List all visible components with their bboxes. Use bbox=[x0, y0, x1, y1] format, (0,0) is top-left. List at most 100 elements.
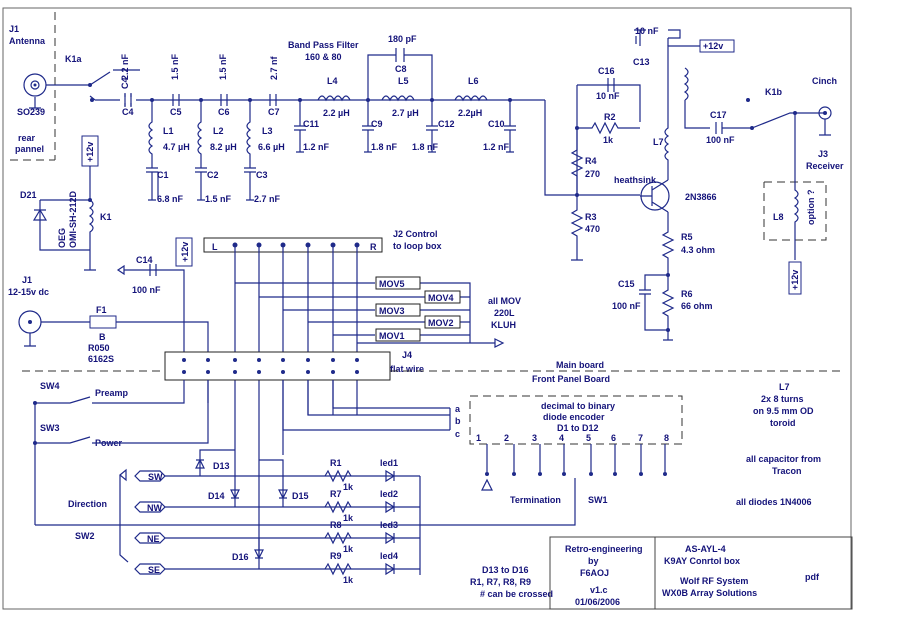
svg-text:Termination: Termination bbox=[510, 495, 561, 505]
svg-text:6.8 nF: 6.8 nF bbox=[157, 194, 184, 204]
svg-text:D21: D21 bbox=[20, 190, 37, 200]
svg-text:1: 1 bbox=[476, 433, 481, 443]
svg-text:C15: C15 bbox=[618, 279, 635, 289]
svg-text:decimal to binary: decimal to binary bbox=[541, 401, 615, 411]
svg-text:MOV3: MOV3 bbox=[379, 306, 405, 316]
svg-text:D16: D16 bbox=[232, 552, 249, 562]
svg-text:180 pF: 180 pF bbox=[388, 34, 417, 44]
svg-text:C7: C7 bbox=[268, 107, 280, 117]
svg-text:1.2 nF: 1.2 nF bbox=[483, 142, 510, 152]
svg-text:D13: D13 bbox=[213, 461, 230, 471]
svg-text:D15: D15 bbox=[292, 491, 309, 501]
svg-text:+12v: +12v bbox=[703, 41, 723, 51]
direction-diodes: D13 D14 D15 D16 bbox=[165, 449, 421, 575]
svg-text:L1: L1 bbox=[163, 126, 174, 136]
svg-text:2N3866: 2N3866 bbox=[685, 192, 717, 202]
svg-text:10 nF: 10 nF bbox=[596, 91, 620, 101]
svg-text:1k: 1k bbox=[343, 575, 354, 585]
svg-text:R6: R6 bbox=[681, 289, 693, 299]
svg-text:160 & 80: 160 & 80 bbox=[305, 52, 342, 62]
svg-text:L6: L6 bbox=[468, 76, 479, 86]
svg-text:Direction: Direction bbox=[68, 499, 107, 509]
relay-k1: +12v D21 K1 OEG OMI-SH-212D bbox=[20, 135, 112, 271]
filter-components: C4 C4 2.2 nF C5 1.5 nF C6 1.5 nF C7 2.7 … bbox=[120, 34, 516, 204]
svg-text:R1, R7, R8, R9: R1, R7, R8, R9 bbox=[470, 577, 531, 587]
main-board-label: Main board bbox=[556, 360, 604, 370]
svg-text:diode encoder: diode encoder bbox=[543, 412, 605, 422]
svg-text:7: 7 bbox=[638, 433, 643, 443]
svg-text:R: R bbox=[370, 242, 377, 252]
svg-text:AS-AYL-4: AS-AYL-4 bbox=[685, 544, 726, 554]
svg-text:R5: R5 bbox=[681, 232, 693, 242]
svg-text:to loop box: to loop box bbox=[393, 241, 442, 251]
svg-text:R050: R050 bbox=[88, 343, 110, 353]
svg-text:J4: J4 bbox=[402, 350, 412, 360]
power-input: J1 12-15v dc F1 B R050 6162S C14 100 nF … bbox=[8, 237, 209, 403]
svg-text:F6AOJ: F6AOJ bbox=[580, 568, 609, 578]
svg-text:OEG: OEG bbox=[57, 228, 67, 248]
svg-text:1.2 nF: 1.2 nF bbox=[303, 142, 330, 152]
svg-text:flat wire: flat wire bbox=[390, 364, 424, 374]
svg-text:01/06/2006: 01/06/2006 bbox=[575, 597, 620, 607]
svg-text:L5: L5 bbox=[398, 76, 409, 86]
svg-text:C4: C4 bbox=[120, 77, 130, 89]
svg-text:led3: led3 bbox=[380, 520, 398, 530]
svg-text:Cinch: Cinch bbox=[812, 76, 837, 86]
svg-text:C3: C3 bbox=[256, 170, 268, 180]
svg-text:B: B bbox=[99, 332, 106, 342]
svg-text:all capacitor from: all capacitor from bbox=[746, 454, 821, 464]
receiver-output: K1b Cinch J3 Receiver L8 option ? +12v bbox=[746, 76, 844, 295]
svg-text:1.5 nF: 1.5 nF bbox=[170, 53, 180, 80]
svg-text:C12: C12 bbox=[438, 119, 455, 129]
svg-text:D13 to D16: D13 to D16 bbox=[482, 565, 529, 575]
svg-text:1k: 1k bbox=[343, 482, 354, 492]
svg-text:R9: R9 bbox=[330, 551, 342, 561]
svg-text:J3: J3 bbox=[818, 149, 828, 159]
j2-pins bbox=[232, 242, 360, 248]
svg-text:SW4: SW4 bbox=[40, 381, 60, 391]
svg-text:1.8 nF: 1.8 nF bbox=[412, 142, 439, 152]
svg-text:K1b: K1b bbox=[765, 87, 783, 97]
svg-text:C9: C9 bbox=[371, 119, 383, 129]
svg-text:R2: R2 bbox=[604, 112, 616, 122]
svg-text:2.7 nf: 2.7 nf bbox=[269, 55, 279, 80]
svg-text:J1: J1 bbox=[9, 24, 19, 34]
svg-text:option ?: option ? bbox=[806, 190, 816, 226]
svg-text:2x 8 turns: 2x 8 turns bbox=[761, 394, 804, 404]
svg-text:100 nF: 100 nF bbox=[132, 285, 161, 295]
svg-text:R1: R1 bbox=[330, 458, 342, 468]
svg-text:4.3 ohm: 4.3 ohm bbox=[681, 245, 715, 255]
svg-text:Tracon: Tracon bbox=[772, 466, 802, 476]
svg-text:L7: L7 bbox=[653, 137, 664, 147]
svg-text:1.8 nF: 1.8 nF bbox=[371, 142, 398, 152]
svg-text:C14: C14 bbox=[136, 255, 153, 265]
svg-text:12-15v dc: 12-15v dc bbox=[8, 287, 49, 297]
svg-text:2: 2 bbox=[504, 433, 509, 443]
svg-text:v1.c: v1.c bbox=[590, 585, 608, 595]
svg-text:NE: NE bbox=[147, 534, 160, 544]
l7-note: L7 2x 8 turns on 9.5 mm OD toroid bbox=[753, 382, 814, 428]
svg-text:C11: C11 bbox=[303, 119, 319, 129]
direction-resistors-leds: R1 1k R7 1k R8 1k R9 1k led1 led2 led3 l… bbox=[324, 458, 398, 585]
title-block: Retro-engineering by F6AOJ v1.c 01/06/20… bbox=[549, 536, 853, 610]
svg-text:L: L bbox=[212, 242, 218, 252]
svg-text:# can be crossed: # can be crossed bbox=[480, 589, 553, 599]
svg-text:Retro-engineering: Retro-engineering bbox=[565, 544, 643, 554]
diode-encoder: decimal to binary diode encoder D1 to D1… bbox=[282, 380, 683, 445]
svg-text:R7: R7 bbox=[330, 489, 342, 499]
svg-text:C10: C10 bbox=[488, 119, 505, 129]
svg-text:D14: D14 bbox=[208, 491, 225, 501]
svg-text:5: 5 bbox=[586, 433, 591, 443]
svg-text:toroid: toroid bbox=[770, 418, 796, 428]
svg-text:Band Pass Filter: Band Pass Filter bbox=[288, 40, 359, 50]
svg-text:C8: C8 bbox=[395, 64, 407, 74]
svg-text:R8: R8 bbox=[330, 520, 342, 530]
svg-text:6: 6 bbox=[611, 433, 616, 443]
svg-text:MOV1: MOV1 bbox=[379, 331, 405, 341]
svg-text:+12v: +12v bbox=[180, 242, 190, 262]
svg-text:MOV2: MOV2 bbox=[428, 318, 454, 328]
svg-text:pannel: pannel bbox=[15, 144, 44, 154]
svg-text:on 9.5 mm OD: on 9.5 mm OD bbox=[753, 406, 814, 416]
rear-panel-label: rear pannel bbox=[15, 133, 44, 154]
svg-text:C6: C6 bbox=[218, 107, 230, 117]
